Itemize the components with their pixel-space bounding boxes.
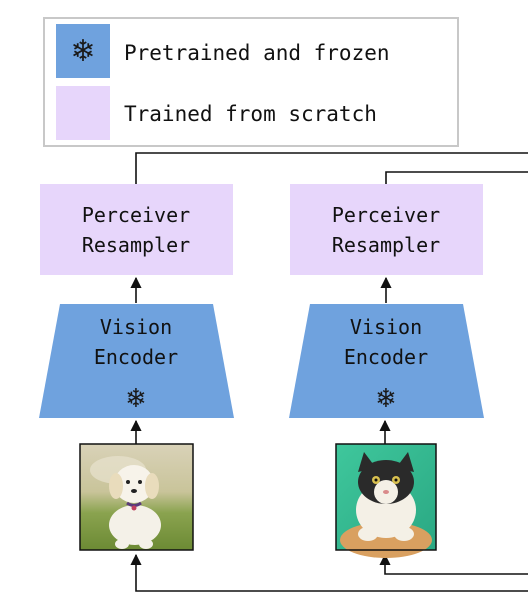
legend: ❄ Pretrained and frozen Trained from scr… <box>43 17 459 147</box>
input-connections <box>130 553 528 592</box>
snowflake-icon: ❄ <box>70 34 95 69</box>
encoder-label-line2: Encoder <box>94 345 178 369</box>
input-line-left <box>130 553 528 592</box>
perceiver-resampler-block <box>290 184 483 275</box>
vision-encoder-block <box>289 304 484 418</box>
perceiver-resampler-block <box>40 184 233 275</box>
input-line-right <box>379 553 528 575</box>
snowflake-icon: ❄ <box>375 384 397 414</box>
legend-swatch-trained <box>56 86 110 140</box>
encoder-label-line1: Vision <box>100 315 172 339</box>
output-connections <box>135 152 528 184</box>
resampler-label-line2: Resampler <box>332 233 440 257</box>
snowflake-icon: ❄ <box>125 384 147 414</box>
resampler-label-line1: Perceiver <box>332 203 440 227</box>
puppy-photo <box>79 443 194 551</box>
output-line-right <box>385 171 528 184</box>
resampler-label-line2: Resampler <box>82 233 190 257</box>
legend-box <box>43 17 459 147</box>
legend-label-trained: Trained from scratch <box>124 102 377 126</box>
vision-encoder-block <box>39 304 234 418</box>
output-line-left <box>135 152 528 184</box>
legend-label-frozen: Pretrained and frozen <box>124 41 390 65</box>
legend-swatch-frozen <box>56 24 110 78</box>
cat-photo <box>335 443 437 558</box>
resampler-label-line1: Perceiver <box>82 203 190 227</box>
column-left: Perceiver Resampler Vision Encoder ❄ <box>39 184 234 551</box>
encoder-label-line1: Vision <box>350 315 422 339</box>
encoder-label-line2: Encoder <box>344 345 428 369</box>
column-right: Perceiver Resampler Vision Encoder ❄ <box>289 184 484 558</box>
